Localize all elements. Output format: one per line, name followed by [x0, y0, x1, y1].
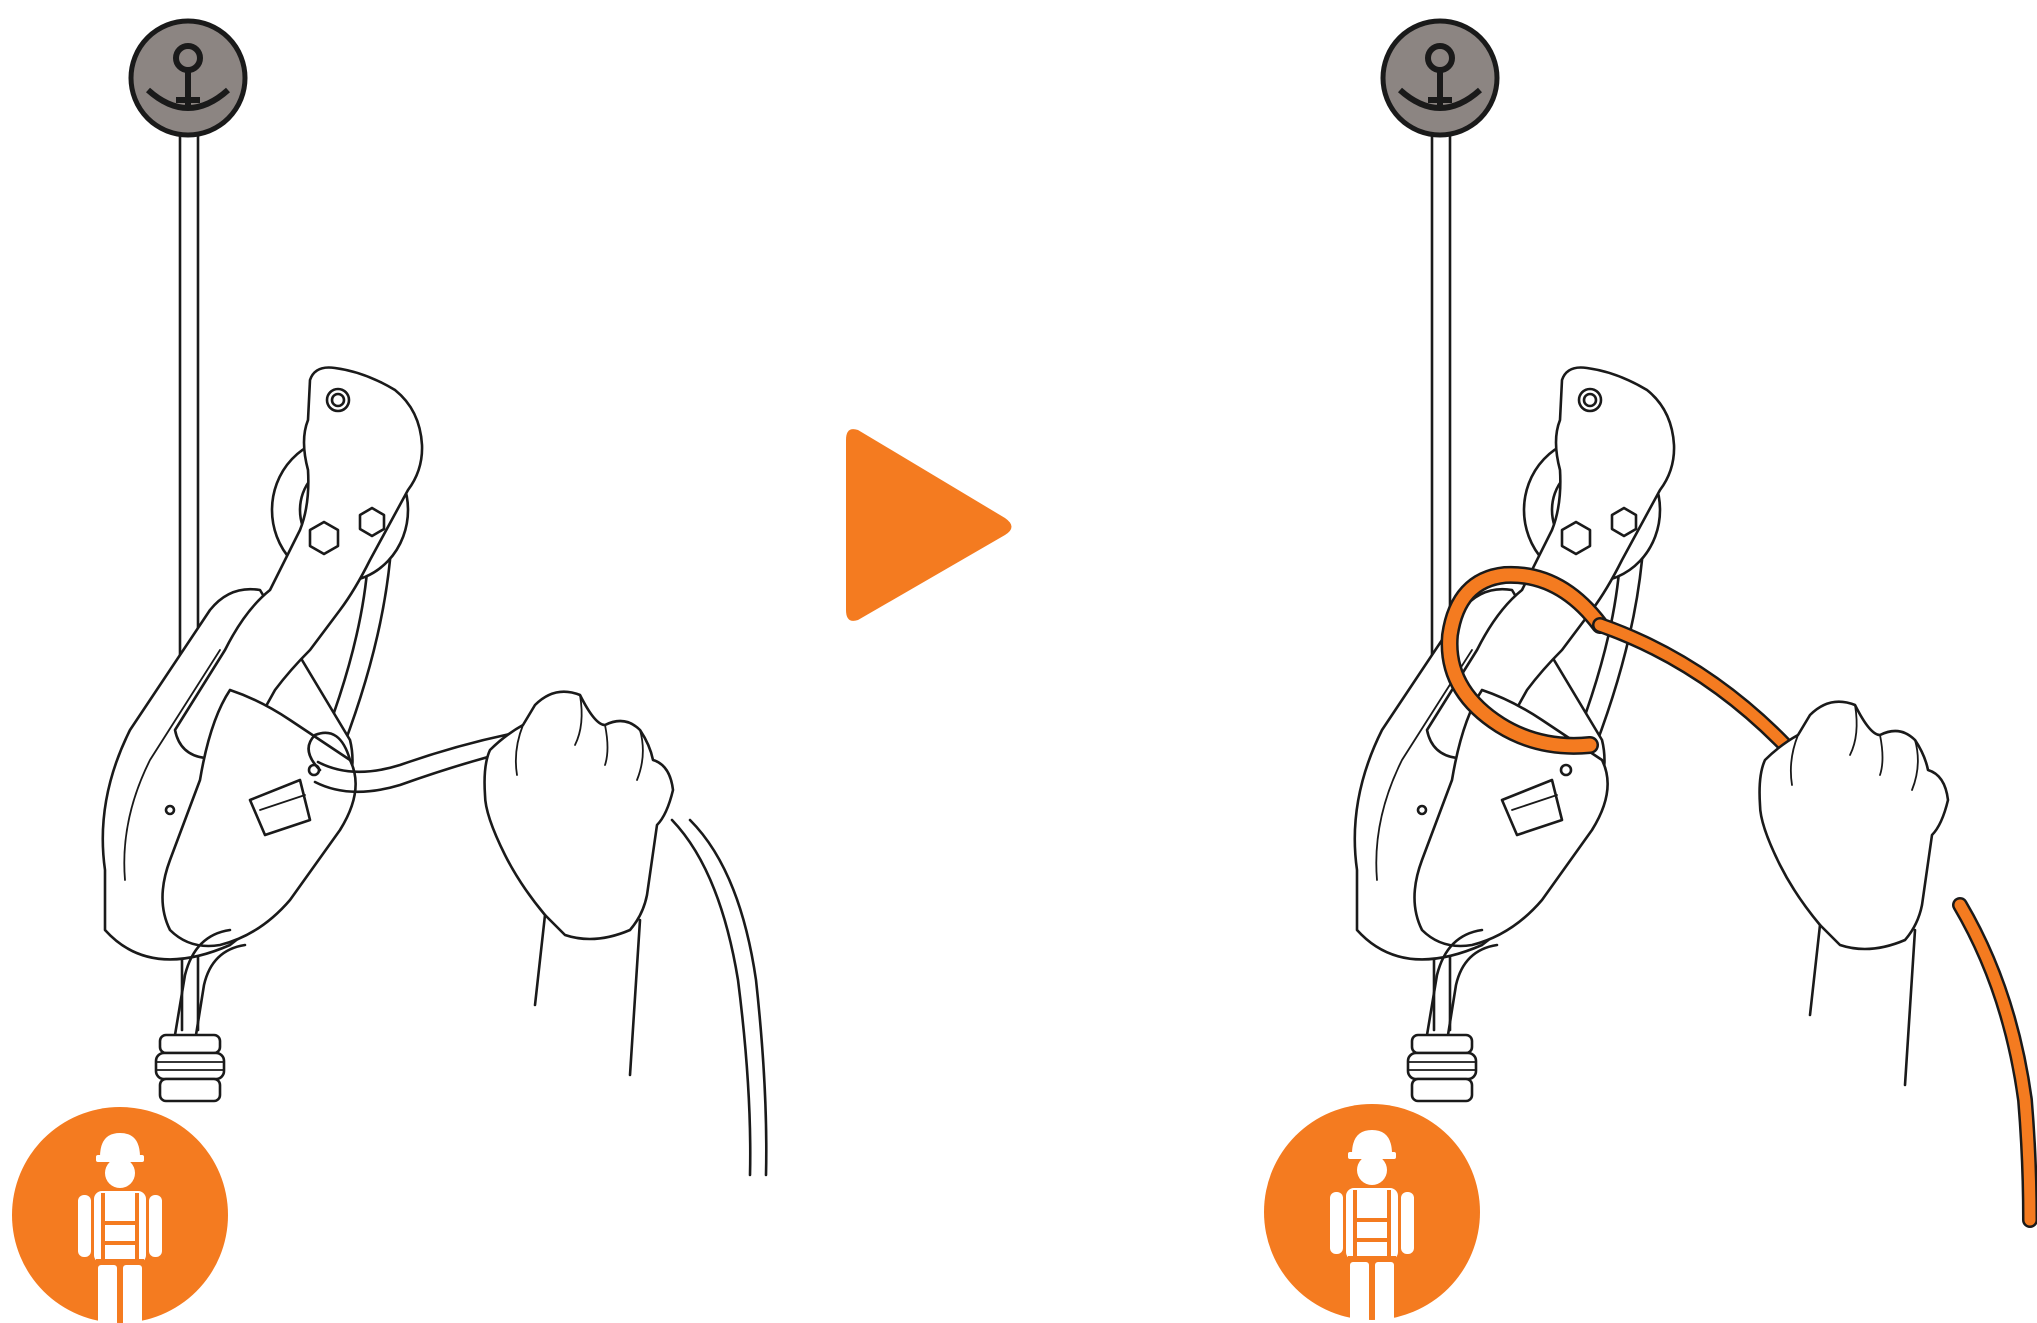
panel-after — [1264, 21, 2030, 1323]
hanging-rope — [672, 820, 750, 1175]
play-arrow-icon — [846, 429, 1012, 621]
anchor-icon — [1383, 21, 1497, 135]
panel-before — [12, 21, 766, 1323]
rope-device — [103, 368, 422, 1102]
worker-harness-icon — [12, 1107, 228, 1323]
worker-harness-icon — [1264, 1104, 1480, 1323]
anchor-icon — [131, 21, 245, 135]
hand — [485, 692, 673, 1075]
hand — [1760, 702, 1948, 1085]
